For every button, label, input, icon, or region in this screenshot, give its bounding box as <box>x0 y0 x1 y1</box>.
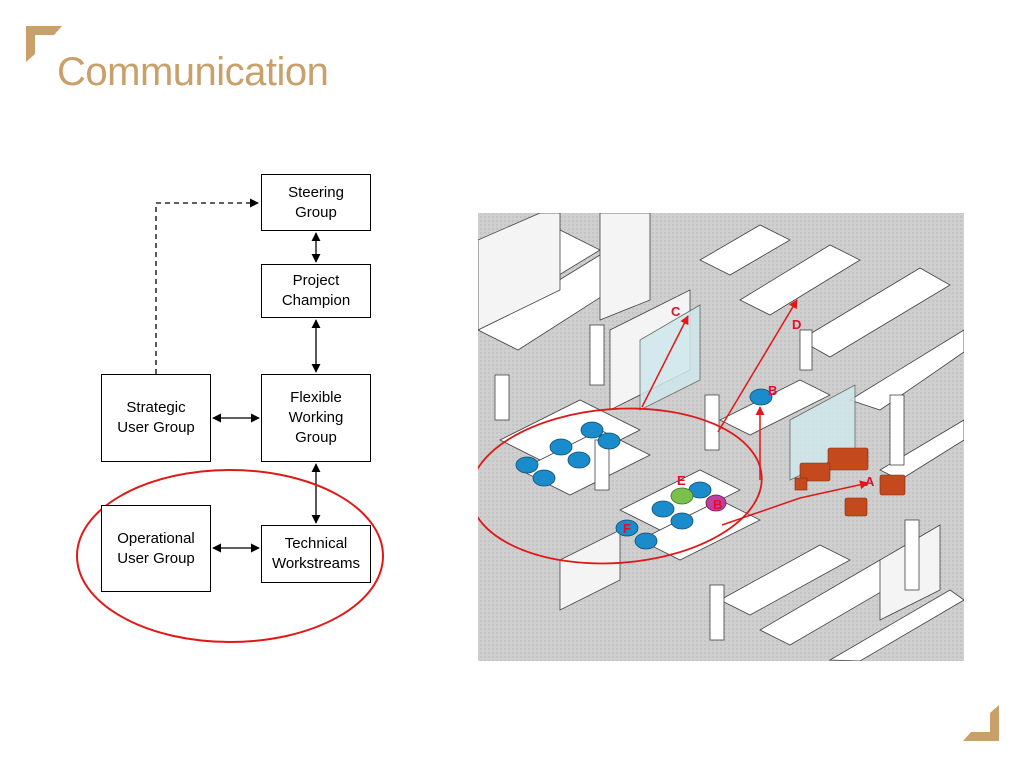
plan-label-f: F <box>623 521 631 536</box>
plan-label-a: A <box>865 474 875 489</box>
highlight-ellipse <box>76 469 384 643</box>
page-title: Communication <box>57 50 329 94</box>
dashed-connector <box>155 198 259 374</box>
plan-label-d: D <box>792 317 801 332</box>
flexible-working-group-box: Flexible Working Group <box>261 374 371 462</box>
plan-label-c: C <box>671 304 681 319</box>
plan-label-e: E <box>677 473 686 488</box>
corner-bracket-top-left-icon <box>26 26 62 62</box>
technical-workstreams-box: Technical Workstreams <box>261 525 371 583</box>
project-champion-box: Project Champion <box>261 264 371 318</box>
corner-bracket-bottom-right-icon <box>963 705 999 741</box>
steering-group-box: Steering Group <box>261 174 371 231</box>
plan-label-b-bottom: B <box>713 497 722 512</box>
strategic-user-group-box: Strategic User Group <box>101 374 211 462</box>
plan-label-b-top: B <box>768 383 777 398</box>
operational-user-group-box: Operational User Group <box>101 505 211 592</box>
